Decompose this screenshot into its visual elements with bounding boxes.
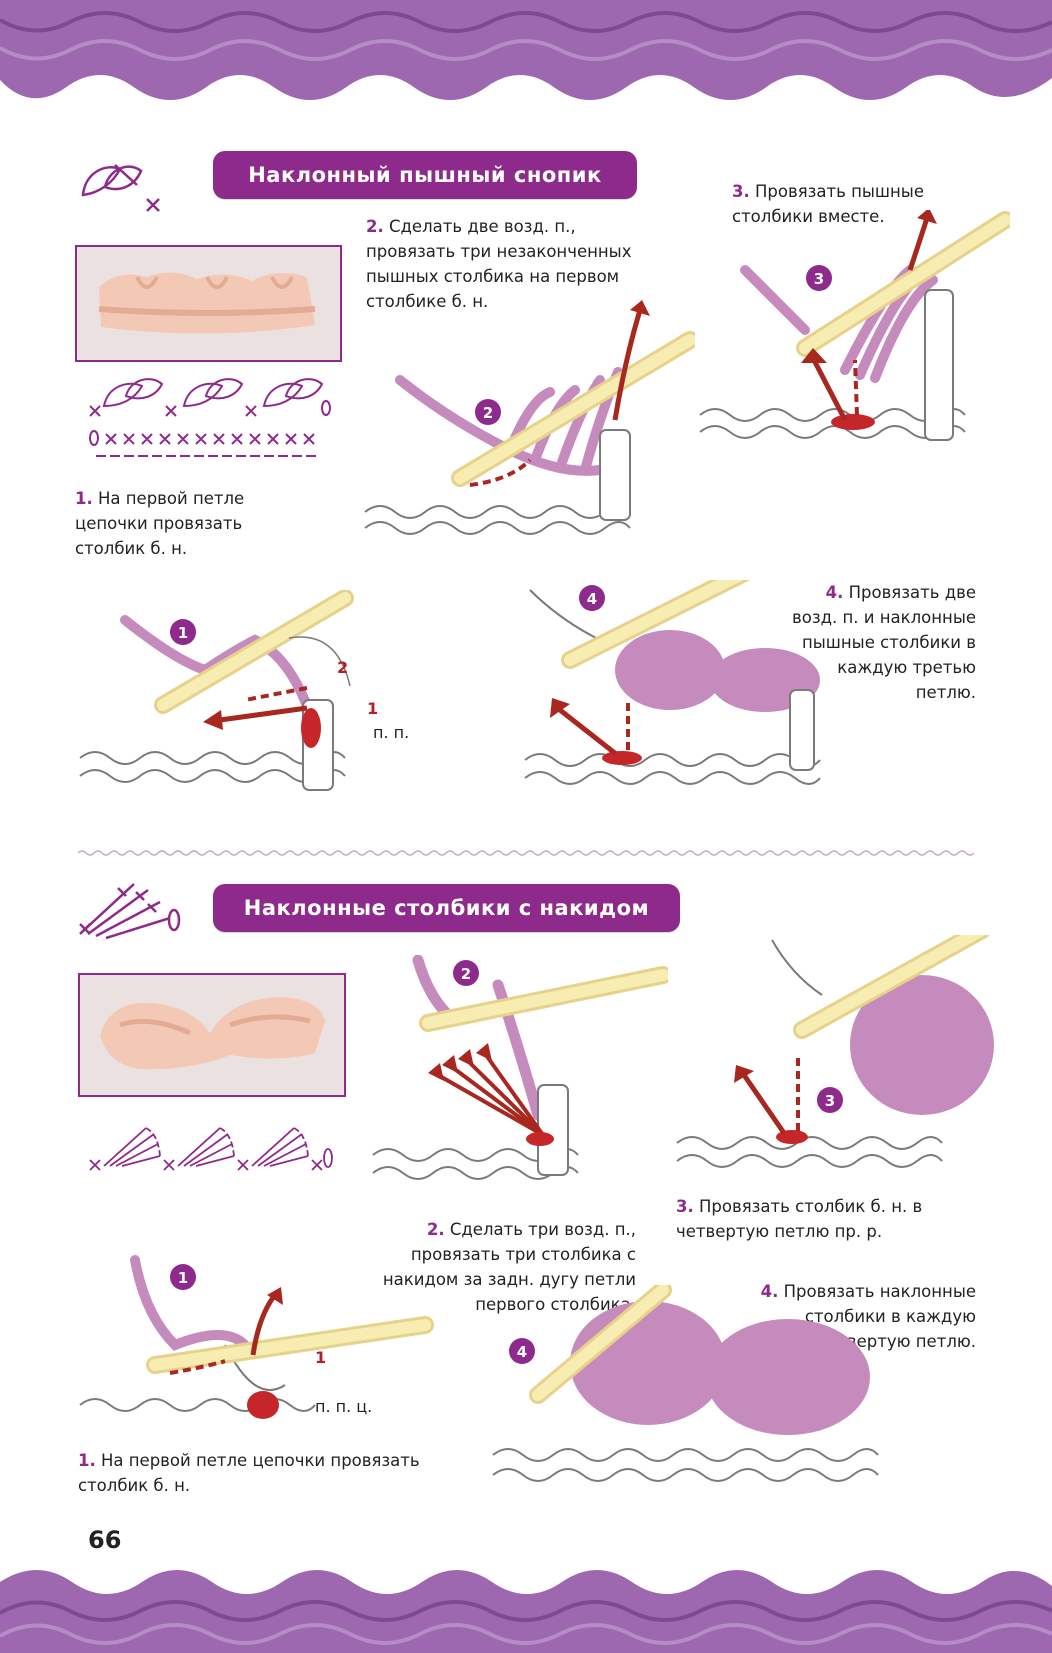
step-badge: 1 [178,1269,188,1287]
step-description: Провязать столбик б. н. в четвертую петл… [676,1197,923,1241]
section-divider [78,850,974,856]
bottom-knit-border [0,1570,1052,1653]
step-badge: 1 [178,624,188,642]
section2-step2-illustration: 2 [372,955,668,1180]
section2-stitch-chart [89,1127,333,1171]
section1-title: Наклонный пышный снопик [213,151,637,199]
slanted-treble-symbol [79,883,181,940]
step-number: 4. [825,583,844,602]
step-number: 1. [78,1451,96,1470]
step-number: 2. [366,217,384,236]
section1-sample-photo [75,245,342,362]
step-description: На первой петле цепочки провязать столби… [75,489,245,558]
label-ppc: п. п. ц. [315,1397,372,1416]
section1-step2-text: 2. Сделать две возд. п., провязать три н… [366,214,636,314]
step-badge: 3 [825,1092,835,1110]
knitted-sample-image [80,975,344,1095]
step-description: На первой петле цепочки провязать столби… [78,1451,420,1495]
step-number: 1. [75,489,93,508]
step-description: Сделать две возд. п., провязать три неза… [366,217,632,311]
step-number: 4. [760,1282,779,1301]
section1-step3-illustration: 3 [699,210,1010,441]
label-2: 2 [337,658,348,677]
section2-step1-illustration: 1 1 п. п. ц. [79,1255,434,1419]
section2-step2-text: 2. Сделать три возд. п., провязать три с… [336,1217,636,1317]
section1-step4-illustration: 4 [524,580,821,785]
section1-stitch-chart [89,378,331,457]
step-description: Провязать пышные столбики вместе. [732,182,924,226]
section1-step3-text: 3. Провязать пышные столбики вместе. [732,179,932,229]
label-1: 1 [315,1348,326,1367]
step-badge: 3 [814,270,824,288]
step-badge: 2 [483,404,493,422]
step-badge: 4 [517,1343,527,1361]
step-badge: 4 [587,590,597,608]
step-description: Провязать две возд. п. и наклонные пышны… [792,583,976,702]
page-number: 66 [88,1526,122,1554]
section2-step3-illustration: 3 [676,935,994,1168]
step-number: 3. [676,1197,694,1216]
section2-step3-text: 3. Провязать столбик б. н. в четвертую п… [676,1194,946,1244]
label-1: 1 [367,699,378,718]
step-description: Сделать три возд. п., провязать три стол… [382,1220,636,1314]
section1-step2-illustration: 2 [364,300,695,535]
section1-step4-text: 4. Провязать две возд. п. и наклонные пы… [790,580,976,705]
step-number: 3. [732,182,750,201]
section2-step4-illustration: 4 [492,1285,879,1482]
top-knit-border [0,0,1052,100]
section2-step1-text: 1. На первой петле цепочки провязать сто… [78,1448,438,1498]
section2-sample-photo [78,973,346,1097]
step-number: 2. [426,1220,445,1239]
section1-step1-text: 1. На первой петле цепочки провязать сто… [75,486,275,561]
step-badge: 2 [461,965,471,983]
bobble-stitch-symbol [81,164,160,212]
label-pp: п. п. [373,723,409,742]
section1-step1-illustration: 1 2 1 п. п. [79,590,409,791]
section2-title: Наклонные столбики с накидом [213,884,680,932]
knitted-sample-image [77,247,340,360]
